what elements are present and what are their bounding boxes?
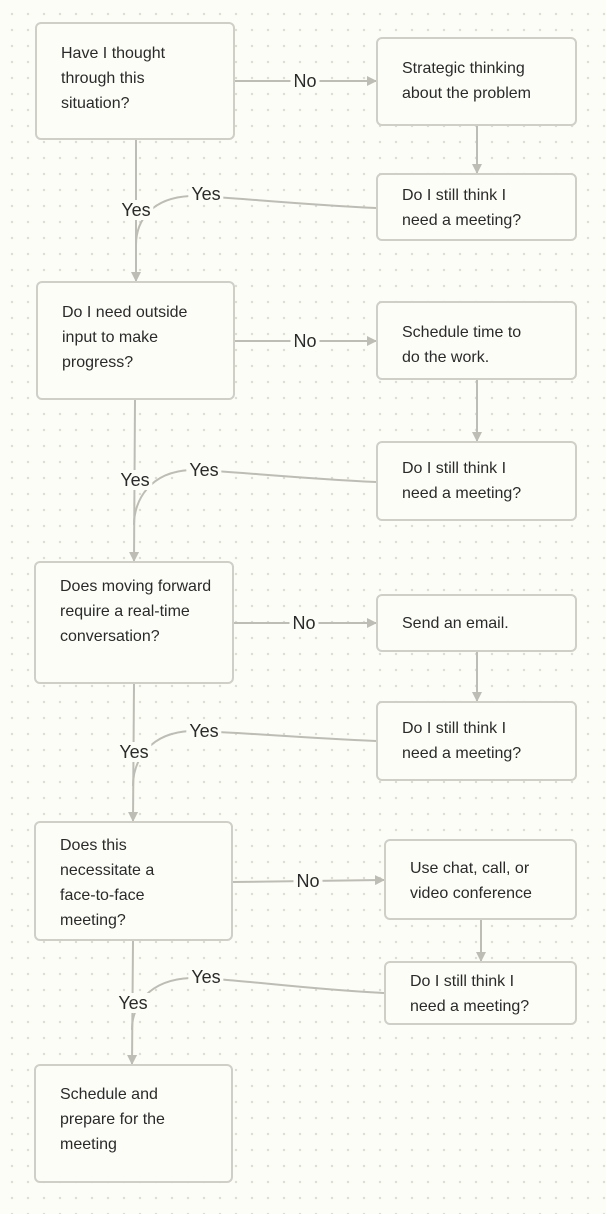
node-outside-input: Do I need outside input to make progress… — [36, 281, 235, 400]
node-thought-through: Have I thought through this situation? — [35, 22, 235, 140]
label-yes-1a: Yes — [118, 200, 154, 220]
node-real-time-conversation: Does moving forward require a real-time … — [34, 561, 234, 684]
label-yes-4a: Yes — [115, 993, 151, 1013]
label-no-3: No — [289, 613, 319, 633]
edge-c3-yes-merge — [132, 729, 377, 787]
label-yes-1b: Yes — [188, 184, 224, 204]
node-face-to-face: Does this necessitate a face-to-face mee… — [34, 821, 233, 941]
node-schedule-meeting: Schedule and prepare for the meeting — [34, 1064, 233, 1183]
node-still-need-meeting-4: Do I still think I need a meeting? — [384, 961, 577, 1025]
node-schedule-work: Schedule time to do the work. — [376, 301, 577, 380]
edge-c4-yes-merge — [131, 976, 385, 1031]
node-still-need-meeting-2: Do I still think I need a meeting? — [376, 441, 577, 521]
node-chat-call-video: Use chat, call, or video conference — [384, 839, 577, 920]
edge-c2-yes-merge — [133, 468, 377, 526]
label-yes-2a: Yes — [117, 470, 153, 490]
label-yes-3a: Yes — [116, 742, 152, 762]
label-no-4: No — [293, 871, 323, 891]
label-yes-3b: Yes — [186, 721, 222, 741]
label-yes-4b: Yes — [188, 967, 224, 987]
label-no-1: No — [290, 71, 320, 91]
edge-c1-yes-merge — [135, 194, 377, 246]
label-no-2: No — [290, 331, 320, 351]
node-still-need-meeting-3: Do I still think I need a meeting? — [376, 701, 577, 781]
node-still-need-meeting-1: Do I still think I need a meeting? — [376, 173, 577, 241]
node-strategic-thinking: Strategic thinking about the problem — [376, 37, 577, 126]
node-send-email: Send an email. — [376, 594, 577, 652]
label-yes-2b: Yes — [186, 460, 222, 480]
